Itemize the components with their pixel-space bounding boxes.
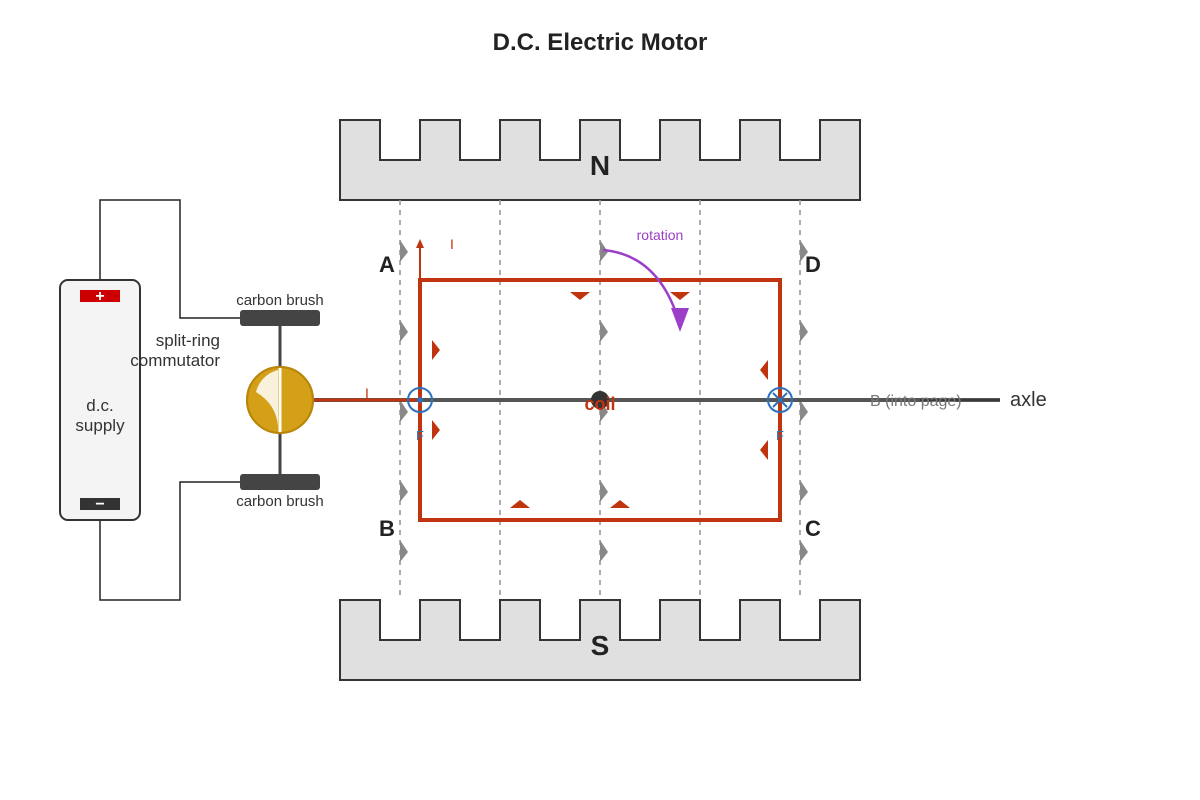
field-arrow-icon [600,480,608,502]
corner-label-c: C [805,516,821,541]
field-arrow-icon [800,320,808,342]
carbon-brush-top [240,310,320,326]
current-arrow-icon [670,292,690,300]
commutator-gap [256,370,278,426]
wire-bottom [99,481,240,601]
circuit-wires [99,199,240,601]
field-direction-arrows [400,240,808,562]
minus-icon: − [95,496,104,513]
force-circle-dot-icon [407,387,433,413]
north-magnet: N [339,119,861,201]
force-label-right: F [776,428,784,443]
negative-terminal [80,498,120,510]
pivot-dot [591,391,609,409]
current-indicator-arrow-icon [416,239,424,248]
south-pole-label: S [591,630,610,661]
south-magnet: S [339,599,861,681]
rotation-arrow-head-icon [671,308,689,332]
current-label-lead: I [365,385,369,401]
current-arrow-icon [432,420,440,440]
field-arrow-icon [800,540,808,562]
plus-icon: + [95,288,104,305]
field-arrow-icon [400,400,408,422]
field-arrow-icon [800,480,808,502]
field-arrow-icon [800,240,808,262]
field-arrow-icon [400,480,408,502]
commutator-label-line1: split-ring [156,331,220,350]
split-ring-commutator [246,366,314,434]
rotation-arrow [602,248,682,326]
field-arrow-icon [600,320,608,342]
commutator-outline [246,366,314,434]
force-marker-left: F [407,387,433,443]
north-pole-label: N [590,150,610,181]
battery-body [59,279,141,521]
current-arrow-icon [760,440,768,460]
dc-supply: + − d.c. supply [59,279,141,521]
positive-terminal [80,290,120,302]
diagram-title: D.C. Electric Motor [493,29,708,56]
field-arrow-icon [400,540,408,562]
current-arrow-icon [432,340,440,360]
carbon-brush-bottom-label: carbon brush [236,493,324,510]
corner-label-b: B [379,516,395,541]
force-dot [417,397,423,403]
current-arrow-icon [570,292,590,300]
field-arrow-icon [400,240,408,262]
field-arrow-icon [800,400,808,422]
current-arrow-icon [760,360,768,380]
field-label: B (into page) [870,393,962,410]
wire-top [99,199,240,319]
carbon-brush-top-label: carbon brush [236,292,324,309]
supply-label-line1: d.c. [86,396,113,415]
current-arrow-icon [610,500,630,508]
rotation-label: rotation [637,227,684,243]
corner-label-d: D [805,252,821,277]
field-arrow-icon [600,540,608,562]
coil-label: coil [584,394,615,414]
force-label-left: F [416,428,424,443]
force-circle-cross-icon [767,387,793,413]
current-arrows [432,292,768,508]
axle-label: axle [1010,389,1047,411]
force-marker-right: F [767,387,793,443]
current-label-vertical: I [450,236,454,252]
field-arrow-icon [400,320,408,342]
commutator-label-line2: commutator [130,351,220,370]
supply-label-line2: supply [75,416,125,435]
current-arrow-icon [510,500,530,508]
carbon-brush-bottom [240,474,320,490]
force-cross-line [772,392,788,408]
corner-label-a: A [379,252,395,277]
